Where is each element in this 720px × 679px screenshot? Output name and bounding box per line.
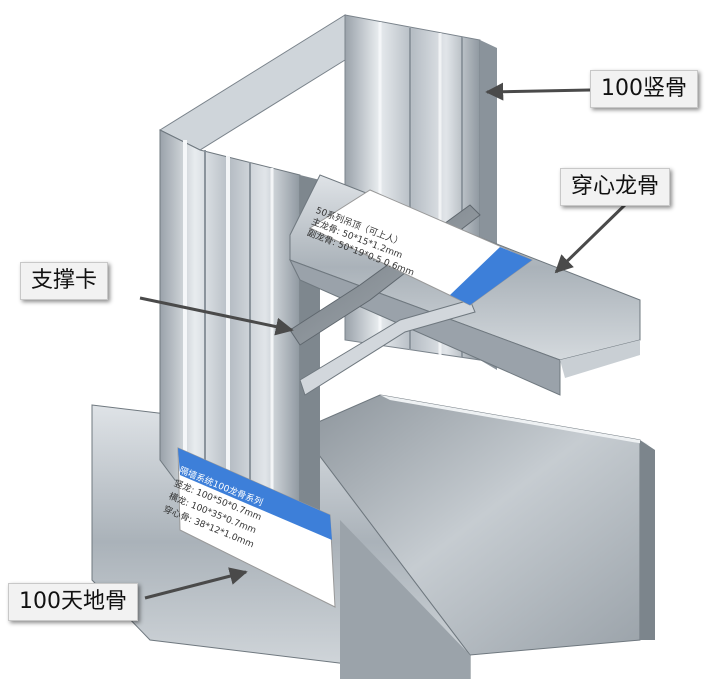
top-spec-label xyxy=(308,189,534,306)
callout-arrows xyxy=(139,82,632,600)
arrow-channel xyxy=(554,198,632,274)
callout-track: 100天地骨 xyxy=(8,583,138,621)
arrow-stud xyxy=(485,82,591,101)
bottom-spec-label xyxy=(177,447,336,608)
callout-brace: 支撑卡 xyxy=(20,262,109,300)
arrow-track xyxy=(144,567,248,600)
callout-channel: 穿心龙骨 xyxy=(560,168,671,206)
callout-stud: 100竖骨 xyxy=(590,70,698,108)
arrow-brace xyxy=(139,296,294,336)
